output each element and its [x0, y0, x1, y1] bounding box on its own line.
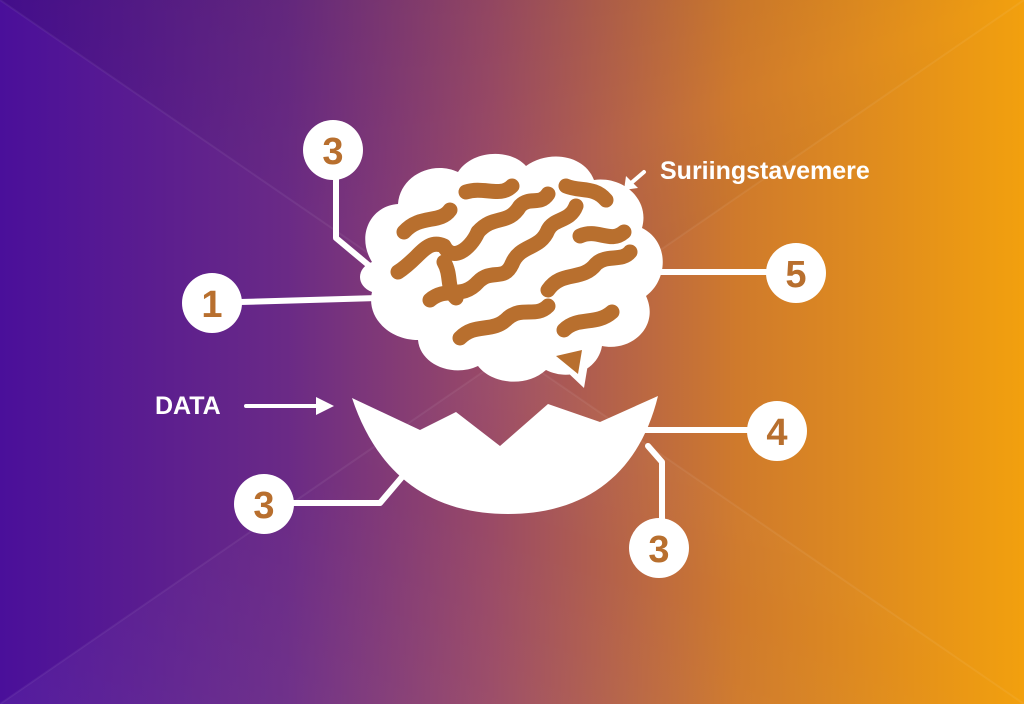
open-jaw-icon [352, 396, 658, 514]
brain-icon [360, 153, 663, 388]
badge-bottom-left: 3 [234, 474, 294, 534]
badge-right-top: 5 [766, 243, 826, 303]
connector-bottom-left [287, 467, 411, 506]
callout-data-label: DATA [155, 392, 221, 420]
badge-number: 4 [766, 412, 787, 454]
arrow-down-left-icon [624, 170, 646, 190]
badge-bottom-center: 3 [629, 518, 689, 578]
badge-number: 5 [785, 254, 806, 296]
badge-right-bottom: 4 [747, 401, 807, 461]
badge-number: 3 [253, 485, 274, 527]
badge-number: 1 [201, 284, 222, 326]
callout-top-right-label: Suriingstavemere [660, 157, 870, 185]
badge-number: 3 [648, 529, 669, 571]
connector-lines [237, 165, 771, 525]
connector-bottom-center [645, 443, 665, 525]
arrow-right-icon [244, 397, 334, 415]
connector-top-left [333, 165, 375, 271]
badge-left: 1 [182, 273, 242, 333]
connector-left [237, 295, 381, 305]
badge-top-left: 3 [303, 120, 363, 180]
badge-number: 3 [322, 131, 343, 173]
